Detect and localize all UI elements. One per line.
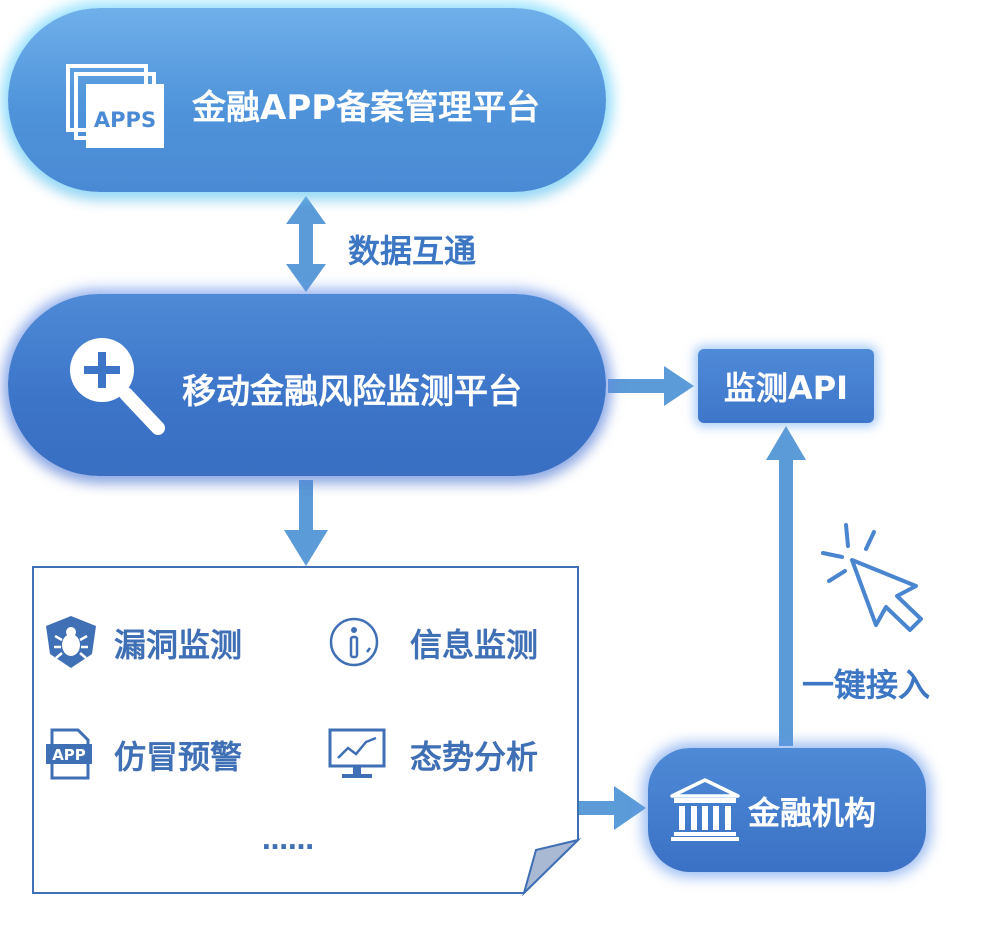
risk-monitoring-platform-label: 移动金融风险监测平台: [182, 372, 522, 412]
risk-monitoring-platform: 移动金融风险监测平台: [8, 294, 606, 476]
app-filing-platform-label: 金融APP备案管理平台: [192, 88, 541, 128]
vulnerability-monitoring-label: 漏洞监测: [114, 626, 243, 664]
arrow-to-api: [608, 366, 694, 406]
info-monitoring-label: 信息监测: [410, 626, 539, 664]
app-filing-platform: APPS 金融APP备案管理平台: [8, 8, 606, 192]
counterfeit-warning-label: 仿冒预警: [114, 738, 243, 776]
apps-stack-icon: APPS: [66, 64, 164, 148]
features-document: [32, 566, 582, 897]
one-click-access-label: 一键接入: [802, 666, 931, 704]
financial-institution-label: 金融机构: [748, 794, 877, 832]
arrow-institution-to-api: [766, 426, 806, 746]
trend-analysis-label: 态势分析: [410, 738, 539, 776]
bug-shield-icon: [46, 616, 96, 668]
monitoring-api-label: 监测API: [723, 369, 849, 407]
bidirectional-arrow: [286, 196, 326, 292]
arrow-features-to-institution: [578, 786, 646, 830]
data-interconnect-label: 数据互通: [348, 232, 477, 270]
app-file-icon-text: APP: [52, 746, 86, 764]
features-more-ellipsis: ……: [262, 826, 314, 856]
bank-building-icon: [670, 778, 740, 841]
cursor-click-icon: [821, 523, 923, 632]
apps-icon-text: APPS: [94, 108, 156, 132]
arrow-to-features: [284, 480, 328, 566]
financial-institution: 金融机构: [648, 748, 926, 872]
monitor-chart-icon: [328, 728, 386, 778]
monitoring-api-box: 监测API: [698, 349, 874, 423]
info-circle-icon: [329, 617, 379, 667]
app-file-icon: APP: [46, 728, 92, 780]
magnifier-plus-icon: [70, 338, 165, 435]
